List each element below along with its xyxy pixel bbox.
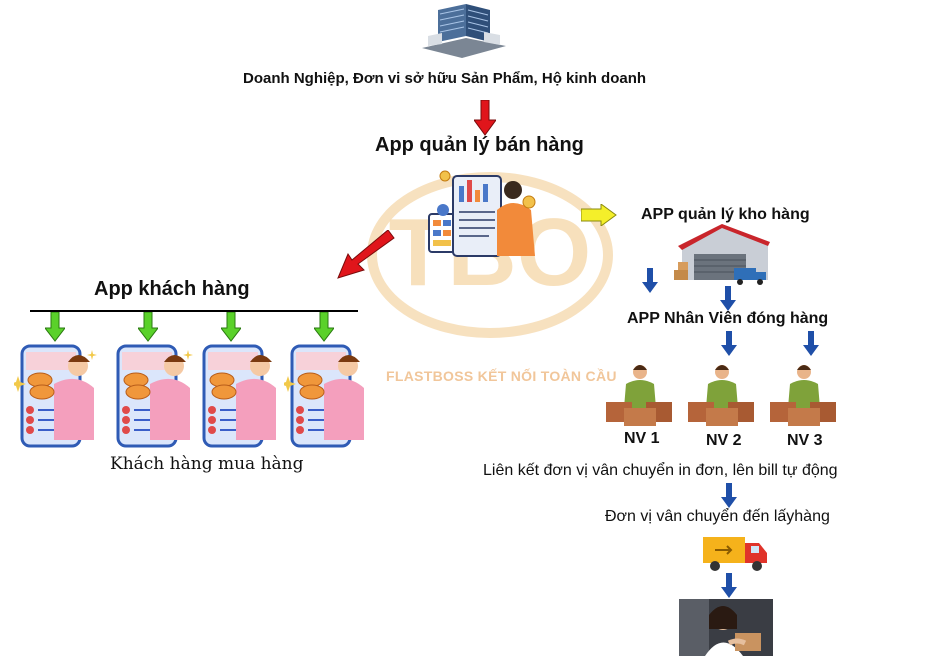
customer-caption: Khách hàng mua hàng — [110, 454, 304, 474]
office-building-icon — [418, 2, 508, 60]
shipping-pickup-text: Đơn vị vân chuyển đến lấyhàng — [605, 508, 830, 525]
shopper-phone-illustration-3 — [196, 344, 280, 448]
staff-label-2: NV 2 — [706, 432, 742, 449]
green-arrow-down-icon-4 — [314, 312, 334, 342]
yellow-arrow-to-warehouse-icon — [581, 204, 617, 226]
warehouse-app-title: APP quản lý kho hàng — [641, 206, 810, 223]
customer-app-title: App khách hàng — [94, 278, 250, 300]
green-arrow-down-icon-2 — [138, 312, 158, 342]
shopper-phone-illustration-1 — [14, 344, 98, 448]
sales-app-title: App quản lý bán hàng — [375, 134, 584, 156]
blue-arrow-down-icon-2 — [720, 286, 736, 312]
staff-label-1: NV 1 — [624, 430, 660, 447]
green-arrow-down-icon-3 — [221, 312, 241, 342]
blue-arrow-down-icon-6 — [721, 573, 737, 599]
shopper-phone-illustration-4 — [284, 344, 368, 448]
packing-app-title: APP Nhân Viên đóng hàng — [627, 310, 829, 327]
warehouse-icon — [672, 224, 772, 286]
business-owner-label: Doanh Nghiệp, Đơn vi sở hữu Sản Phẩm, Hộ… — [243, 70, 647, 87]
red-arrow-to-customer-icon — [336, 230, 396, 280]
blue-arrow-down-icon-5 — [721, 483, 737, 509]
packing-worker-illustration-1 — [604, 362, 674, 428]
blue-arrow-down-icon-4 — [803, 331, 819, 357]
packing-worker-illustration-2 — [686, 362, 756, 428]
packing-worker-illustration-3 — [768, 362, 838, 428]
red-arrow-down-icon — [474, 100, 496, 136]
shopper-phone-illustration-2 — [110, 344, 194, 448]
sales-manager-illustration — [425, 170, 545, 265]
green-arrow-down-icon-1 — [45, 312, 65, 342]
blue-arrow-down-icon-1 — [642, 268, 658, 294]
delivery-truck-icon — [701, 535, 769, 573]
package-handover-photo — [679, 599, 773, 656]
blue-arrow-down-icon-3 — [721, 331, 737, 357]
customer-branch-line — [30, 310, 358, 312]
staff-label-3: NV 3 — [787, 432, 823, 449]
shipping-link-text: Liên kết đơn vị vân chuyển in đơn, lên b… — [483, 462, 838, 479]
watermark-tagline: FLASTBOSS KẾT NỐI TOÀN CẦU — [386, 368, 617, 384]
